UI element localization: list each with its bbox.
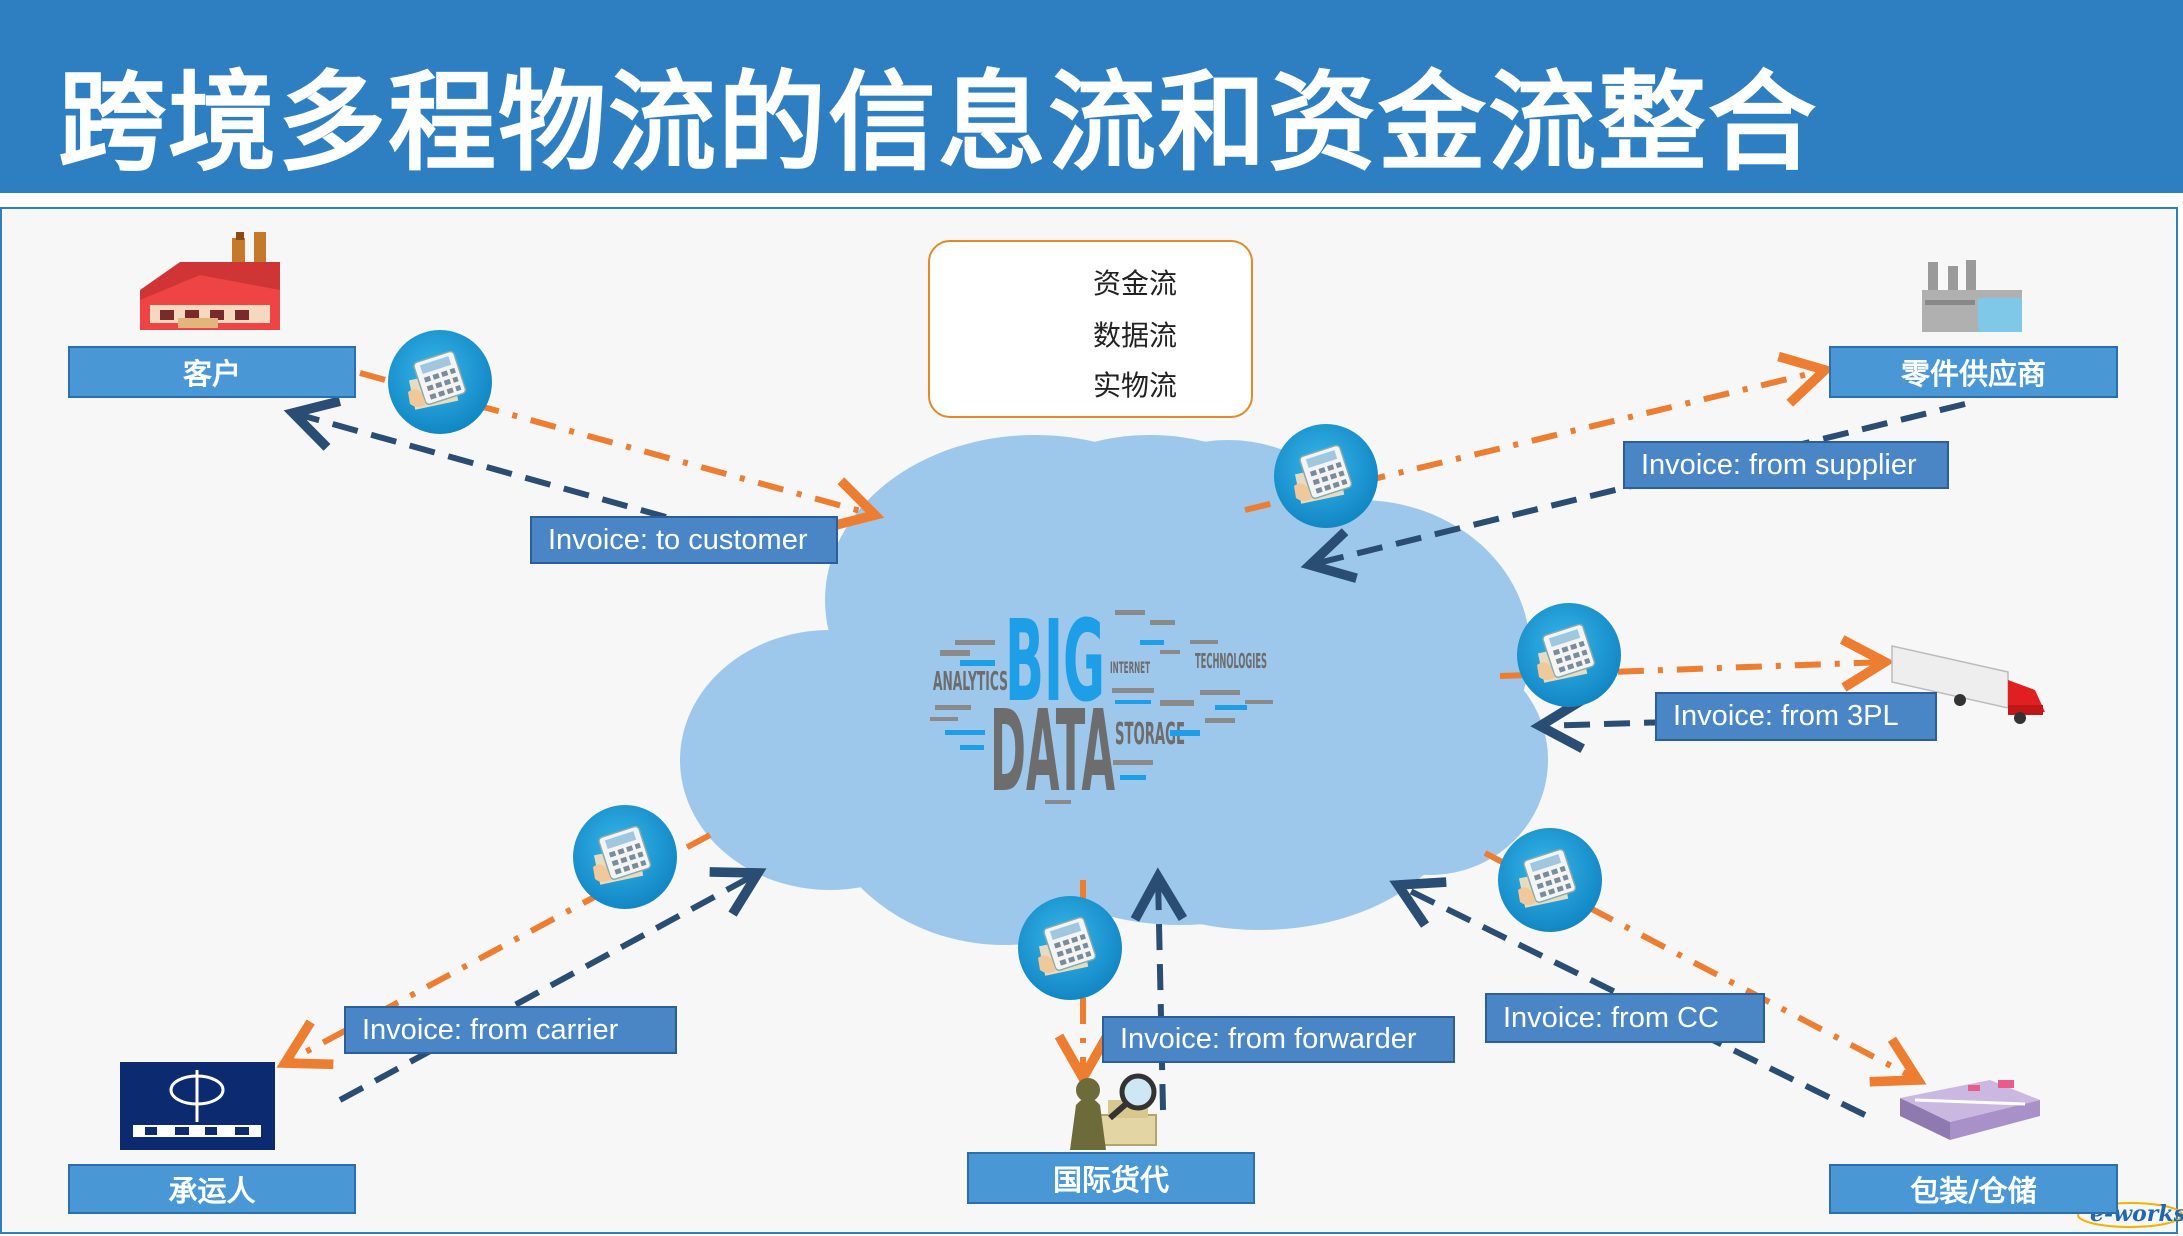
node-customer: 客户 bbox=[68, 346, 356, 398]
legend-money-label: 资金流 bbox=[1093, 267, 1178, 300]
invoice-from-supplier: Invoice: from supplier bbox=[1623, 441, 1949, 489]
invoice-from-forwarder: Invoice: from forwarder bbox=[1102, 1016, 1455, 1063]
conveyor-icon bbox=[1900, 1080, 2040, 1140]
calculator-icon bbox=[572, 804, 678, 910]
title-bar: 跨境多程物流的信息流和资金流整合 bbox=[0, 0, 2183, 193]
big-data-wordcloud: BIG DATA ANALYTICS STORAGE TECHNOLOGIES … bbox=[930, 597, 1273, 817]
legend-box: 资金流 数据流 实物流 bbox=[928, 240, 1253, 418]
cosco-logo bbox=[120, 1062, 275, 1150]
legend-physical-label: 实物流 bbox=[1093, 369, 1178, 402]
node-carrier: 承运人 bbox=[68, 1164, 356, 1214]
node-warehouse: 包装/仓储 bbox=[1829, 1164, 2118, 1214]
node-forwarder: 国际货代 bbox=[967, 1152, 1255, 1204]
node-supplier: 零件供应商 bbox=[1829, 346, 2118, 398]
factory-icon bbox=[140, 232, 280, 330]
building-icon bbox=[1922, 260, 2022, 332]
calculator-icon bbox=[1017, 895, 1123, 1001]
invoice-from-3pl: Invoice: from 3PL bbox=[1655, 692, 1937, 741]
legend-data-label: 数据流 bbox=[1093, 319, 1178, 352]
wordcloud-internet: INTERNET bbox=[1110, 658, 1150, 677]
big-data-cloud bbox=[680, 435, 1548, 945]
truck-icon bbox=[1891, 645, 2045, 724]
data-flow-from-carrier bbox=[338, 867, 767, 1103]
invoice-from-cc: Invoice: from CC bbox=[1485, 993, 1765, 1043]
wordcloud-big: BIG bbox=[1005, 597, 1105, 727]
calculator-icon bbox=[1497, 827, 1603, 933]
page-title: 跨境多程物流的信息流和资金流整合 bbox=[58, 61, 1819, 186]
invoice-to-customer: Invoice: to customer bbox=[530, 516, 838, 564]
calculator-icon bbox=[387, 329, 493, 435]
data-flow-from-3pl bbox=[1530, 696, 1671, 753]
eworks-watermark: e-works bbox=[2077, 1201, 2183, 1228]
wordcloud-technologies: TECHNOLOGIES bbox=[1195, 649, 1267, 673]
calculator-icon bbox=[1516, 602, 1622, 708]
inspector-icon bbox=[1070, 1073, 1157, 1150]
calculator-icon bbox=[1273, 423, 1379, 529]
wordcloud-data: DATA bbox=[990, 687, 1115, 817]
invoice-from-carrier: Invoice: from carrier bbox=[344, 1006, 677, 1054]
wordcloud-analytics: ANALYTICS bbox=[933, 667, 1008, 697]
